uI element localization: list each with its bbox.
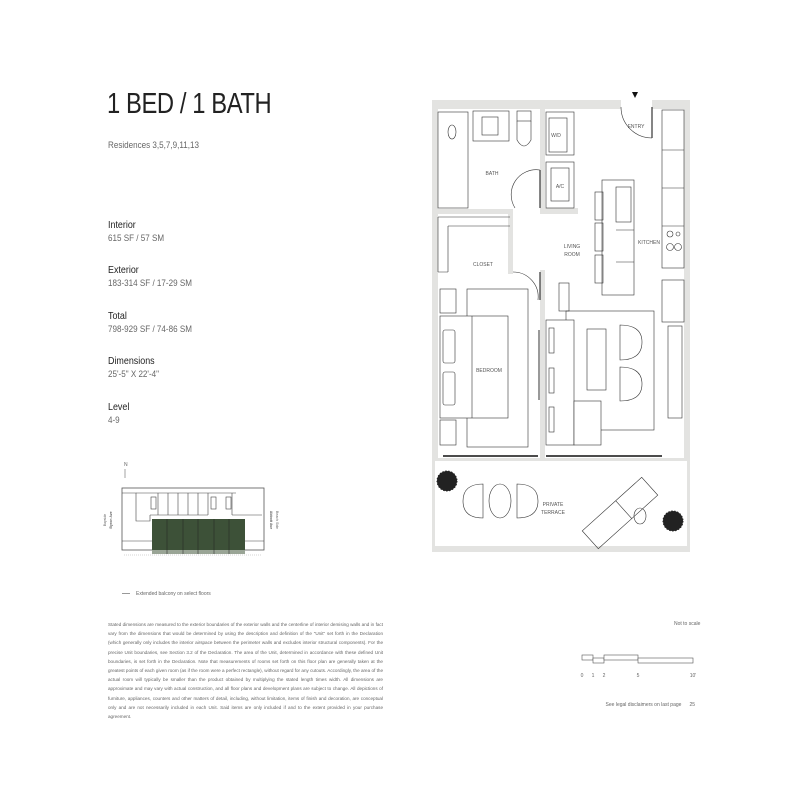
spec-value: 183-314 SF / 17-29 SM xyxy=(108,278,192,289)
north-label: N xyxy=(124,462,128,468)
plant-icon xyxy=(436,470,458,492)
room-label-ac: A/C xyxy=(556,184,565,190)
key-plan: N Bayside Byron Ave Beach Side Abbott Av… xyxy=(103,462,279,556)
spec-dimensions: Dimensions 25'-5" X 22'-4" xyxy=(108,355,159,380)
armchair xyxy=(619,324,643,361)
scale-tick: 2 xyxy=(603,673,606,679)
spec-label: Dimensions xyxy=(108,355,155,367)
sink xyxy=(472,110,510,142)
floor-plan: BATH W/D A/C ENTRY LIVING ROOM KITCHEN C… xyxy=(432,92,690,552)
scale-tick: 1 xyxy=(592,673,595,679)
washer-dryer xyxy=(545,111,575,156)
sofa xyxy=(545,319,575,446)
scale-tick: 5 xyxy=(637,673,640,679)
entry-arrow-icon xyxy=(632,92,638,98)
room-label-bedroom: BEDROOM xyxy=(476,368,502,374)
residences-subtitle: Residences 3,5,7,9,11,13 xyxy=(108,140,199,151)
spec-level: Level 4-9 xyxy=(108,401,129,426)
extended-balcony xyxy=(152,550,245,554)
bathtub xyxy=(437,111,469,209)
spec-total: Total 798-929 SF / 74-86 SM xyxy=(108,310,192,335)
spec-interior: Interior 615 SF / 57 SM xyxy=(108,219,164,244)
highlighted-units xyxy=(152,519,245,550)
room-label-bath: BATH xyxy=(486,171,499,177)
plant-icon xyxy=(662,510,684,532)
spec-exterior: Exterior 183-314 SF / 17-29 SM xyxy=(108,264,192,289)
room-label-wd: W/D xyxy=(551,133,561,139)
spec-label: Interior xyxy=(108,219,136,231)
dash-icon xyxy=(122,593,130,595)
walls xyxy=(432,100,690,552)
room-label-entry: ENTRY xyxy=(628,124,646,130)
room-label-closet: CLOSET xyxy=(473,262,493,268)
disclaimer-text: Stated dimensions are measured to the ex… xyxy=(108,622,383,720)
lounge-chair xyxy=(581,476,659,550)
toilet-tank xyxy=(516,110,532,122)
spec-value: 25'-5" X 22'-4" xyxy=(108,369,160,380)
bath-door-swing xyxy=(510,169,541,209)
unit-dividers xyxy=(166,519,230,554)
spec-value: 798-929 SF / 74-86 SM xyxy=(108,324,192,335)
spec-label: Total xyxy=(108,310,127,322)
street-left-2: Byron Ave xyxy=(109,511,113,528)
ac-unit xyxy=(545,161,575,209)
street-left-1: Bayside xyxy=(103,514,107,527)
room-label-living-1: LIVING xyxy=(564,244,581,250)
scale-tick: 0 xyxy=(581,673,584,679)
spec-label: Level xyxy=(108,401,130,413)
room-label-living-2: ROOM xyxy=(564,252,580,258)
page-number: 25 xyxy=(689,702,695,708)
street-right-2: Abbott Ave xyxy=(269,511,273,529)
spec-value: 4-9 xyxy=(108,415,120,426)
armchair xyxy=(619,366,643,402)
fixtures xyxy=(437,106,685,448)
bedroom-door-swing xyxy=(512,271,539,301)
room-label-terrace-2: TERRACE xyxy=(541,510,566,516)
terrace-furniture xyxy=(462,476,659,550)
legal-note: See legal disclaimers on last page xyxy=(605,702,682,708)
street-right-1: Beach Side xyxy=(275,511,279,529)
kitchen-island xyxy=(601,179,635,296)
entry-door-swing xyxy=(620,106,653,139)
footer: See legal disclaimers on last page 25 xyxy=(606,702,695,708)
legend: Extended balcony on select floors xyxy=(122,591,211,597)
legend-text: Extended balcony on select floors xyxy=(136,591,211,597)
kitchen-counter xyxy=(661,109,685,269)
room-label-terrace-1: PRIVATE xyxy=(543,502,564,508)
spec-value: 615 SF / 57 SM xyxy=(108,233,165,244)
scale-tick: 10' xyxy=(690,673,697,679)
closet-shelf xyxy=(437,216,510,273)
bed xyxy=(439,315,509,419)
page-title: 1 BED / 1 BATH xyxy=(107,88,272,120)
wall-panel xyxy=(667,325,683,419)
not-to-scale: Not to scale xyxy=(674,621,701,627)
spec-label: Exterior xyxy=(108,264,139,276)
scale-bar: 0 1 2 5 10' xyxy=(581,654,697,679)
coffee-table xyxy=(586,328,607,391)
room-label-kitchen: KITCHEN xyxy=(638,240,660,246)
